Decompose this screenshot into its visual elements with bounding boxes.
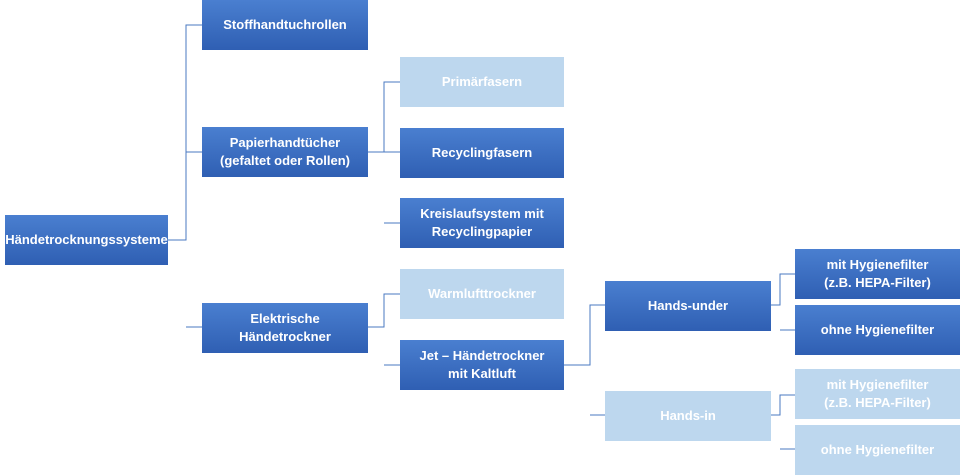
node-hands-under-mit-hygienefilter: mit Hygienefilter (z.B. HEPA-Filter) [795, 249, 960, 299]
node-kreislaufsystem: Kreislaufsystem mit Recyclingpapier [400, 198, 564, 248]
node-primaerfasern: Primärfasern [400, 57, 564, 107]
node-elektrische-haendetrockner: Elektrische Händetrockner [202, 303, 368, 353]
node-warmlufttrockner: Warmlufttrockner [400, 269, 564, 319]
node-jet-haendetrockner: Jet – Händetrockner mit Kaltluft [400, 340, 564, 390]
node-recyclingfasern: Recyclingfasern [400, 128, 564, 178]
node-hands-under-ohne-hygienefilter: ohne Hygienefilter [795, 305, 960, 355]
node-hands-under: Hands-under [605, 281, 771, 331]
node-hands-in-mit-hygienefilter: mit Hygienefilter (z.B. HEPA-Filter) [795, 369, 960, 419]
node-stoffhandtuchrollen: Stoffhandtuchrollen [202, 0, 368, 50]
node-papierhandtuecher: Papierhandtücher (gefaltet oder Rollen) [202, 127, 368, 177]
node-hands-in-ohne-hygienefilter: ohne Hygienefilter [795, 425, 960, 475]
node-hands-in: Hands-in [605, 391, 771, 441]
node-haendetrocknungssysteme: Händetrocknungssysteme [5, 215, 168, 265]
